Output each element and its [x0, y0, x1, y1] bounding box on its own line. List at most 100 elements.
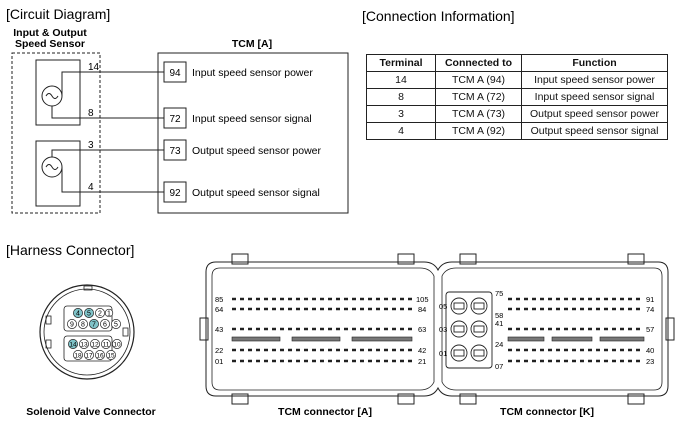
table-row: 8 TCM A (72) Input speed sensor signal — [366, 88, 668, 106]
sensor-pin: 14 — [88, 62, 100, 73]
wire-row: 4 92 Output speed sensor signal — [74, 181, 320, 203]
solenoid-pin: 15 — [107, 353, 115, 360]
table-cell: TCM A (92) — [435, 122, 522, 140]
tcm-pin: 72 — [169, 114, 181, 125]
tcm-k-pin-numbers: 75 58 41 24 07 91 74 57 40 23 05 03 01 — [439, 289, 654, 371]
table-cell: Output speed sensor signal — [521, 122, 668, 140]
tcm-a-pin: 63 — [418, 325, 426, 334]
tcm-pin-box — [163, 61, 187, 83]
tcm-a-pin: 85 — [215, 295, 223, 304]
output-sensor-wave-icon — [45, 164, 59, 170]
tcm-k-pin: 05 — [439, 302, 447, 311]
table-row: 3 TCM A (73) Output speed sensor power — [366, 105, 668, 123]
table-cell: Input speed sensor signal — [521, 88, 668, 106]
column-header: Connected to — [435, 54, 522, 72]
solenoid-pin: 4 — [76, 311, 80, 318]
tcm-k-pin: 57 — [646, 325, 654, 334]
table-cell: TCM A (94) — [435, 71, 522, 89]
tcm-a-pin-field — [232, 297, 414, 363]
table-cell: TCM A (73) — [435, 105, 522, 123]
tcm-a-pin-numbers: 85 105 64 84 43 63 22 42 01 21 — [215, 295, 429, 366]
tcm-k-pin: 03 — [439, 325, 447, 334]
tcm-a-pin: 01 — [215, 357, 223, 366]
connection-section-title: [Connection Information] — [362, 8, 515, 24]
tcm-k-connector-label: TCM connector [K] — [500, 406, 594, 418]
solenoid-pin: 12 — [91, 342, 99, 349]
harness-section-title: [Harness Connector] — [6, 242, 134, 258]
solenoid-pin: 18 — [74, 353, 82, 360]
wire-label: Output speed sensor signal — [192, 187, 320, 199]
solenoid-pin: 10 — [113, 342, 121, 349]
table-cell: TCM A (72) — [435, 88, 522, 106]
table-cell: 4 — [366, 122, 436, 140]
tcm-connector-body — [199, 253, 675, 405]
wire-row: 14 94 Input speed sensor power — [74, 61, 313, 83]
solenoid-pin: 6 — [103, 322, 107, 329]
solenoid-pin: 17 — [85, 353, 93, 360]
input-sensor-box — [35, 59, 81, 126]
table-cell: Output speed sensor power — [521, 105, 668, 123]
tcm-k-large-pins — [507, 336, 645, 342]
tcm-a-pin: 21 — [418, 357, 426, 366]
tcm-k-pin: 41 — [495, 319, 503, 328]
table-cell: 3 — [366, 105, 436, 123]
tcm-k-pin: 23 — [646, 357, 654, 366]
solenoid-pin: 14 — [69, 342, 77, 349]
output-sensor-lead — [61, 167, 74, 193]
tcm-k-pin: 01 — [439, 349, 447, 358]
table-row: 14 TCM A (94) Input speed sensor power — [366, 71, 668, 89]
tcm-a-pin: 105 — [416, 295, 429, 304]
solenoid-pin: 9 — [70, 322, 74, 329]
tcm-a-pin: 43 — [215, 325, 223, 334]
column-header: Function — [521, 54, 668, 72]
wire-label: Input speed sensor signal — [192, 113, 312, 125]
solenoid-pin: 2 — [98, 311, 102, 318]
wire-row: 8 72 Input speed sensor signal — [74, 107, 312, 129]
input-sensor-lead — [61, 71, 74, 96]
output-sensor-box — [35, 140, 81, 207]
tcm-pin-box — [163, 107, 187, 129]
input-sensor-wave-icon — [45, 93, 59, 99]
tcm-k-pin: 24 — [495, 340, 503, 349]
sensor-pin: 4 — [88, 182, 94, 193]
table-cell: 14 — [366, 71, 436, 89]
solenoid-pin: 13 — [80, 342, 88, 349]
solenoid-pin: 11 — [103, 342, 110, 349]
tcm-a-pin: 64 — [215, 305, 223, 314]
tcm-k-pin: 91 — [646, 295, 654, 304]
tcm-pin: 92 — [169, 188, 181, 199]
solenoid-valve-connector — [39, 284, 135, 380]
tcm-pin-box — [163, 181, 187, 203]
wire-row: 3 73 Output speed sensor power — [74, 139, 321, 161]
tcm-a-pin: 22 — [215, 346, 223, 355]
tcm-title: TCM [A] — [232, 38, 272, 50]
tcm-pin: 73 — [169, 146, 181, 157]
tcm-a-pin: 42 — [418, 346, 426, 355]
tcm-k-pin: 58 — [495, 311, 503, 320]
tcm-k-pin: 07 — [495, 362, 503, 371]
tcm-a-pin: 84 — [418, 305, 426, 314]
solenoid-pin: 8 — [81, 322, 85, 329]
tcm-a-large-pins — [231, 336, 413, 342]
tcm-k-pin-field — [508, 297, 644, 363]
solenoid-pin: 5 — [114, 322, 118, 329]
sensor-title-line1: Input & Output — [13, 27, 87, 39]
tcm-a-connector-label: TCM connector [A] — [278, 406, 372, 418]
tcm-k-pin: 40 — [646, 346, 654, 355]
tcm-box — [157, 52, 349, 214]
output-sensor-lead — [51, 149, 74, 157]
table-row: 4 TCM A (92) Output speed sensor signal — [366, 122, 668, 140]
solenoid-pin: 5 — [87, 311, 91, 318]
wire-label: Output speed sensor power — [192, 145, 321, 157]
tcm-pin-box — [163, 139, 187, 161]
tcm-k-pin: 74 — [646, 305, 654, 314]
table-header-row: Terminal Connected to Function — [366, 54, 668, 72]
sensor-pin: 8 — [88, 108, 94, 119]
solenoid-pin: 16 — [96, 353, 104, 360]
sensor-pin: 3 — [88, 140, 94, 151]
solenoid-connector-label: Solenoid Valve Connector — [26, 406, 156, 418]
table-cell: Input speed sensor power — [521, 71, 668, 89]
solenoid-pin: 1 — [107, 311, 111, 318]
table-cell: 8 — [366, 88, 436, 106]
